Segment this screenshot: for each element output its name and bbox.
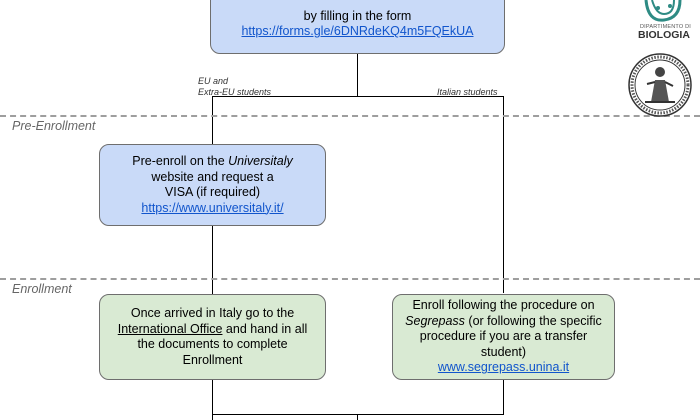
- intl-line2: International Office and hand in all: [117, 321, 308, 336]
- pre-enroll-line3: VISA (if required): [164, 185, 261, 199]
- form-step-box: by filling in the form https://forms.gle…: [210, 0, 505, 54]
- left-branch-down: [212, 96, 213, 144]
- enrollment-heading: Enrollment: [12, 282, 72, 296]
- enrollment-divider: [0, 278, 700, 280]
- italian-branch-label: Italian students: [437, 87, 498, 97]
- pre-enroll-box: Pre-enroll on the Universitaly website a…: [99, 144, 326, 226]
- left-bottom-down: [212, 380, 213, 420]
- international-office-label: International Office: [117, 321, 223, 336]
- dept-line1: DIPARTIMENTO DI: [640, 24, 691, 30]
- branch-horizontal: [212, 96, 504, 97]
- dept-line2: BIOLOGIA: [638, 29, 690, 41]
- university-seal: [627, 52, 693, 118]
- seg-line2: Segrepass (or following the specific: [405, 313, 602, 328]
- intl-line3: the documents to complete: [137, 337, 288, 351]
- pre-enroll-line2: website and request a: [151, 169, 274, 184]
- intl-line4: Enrollment: [182, 352, 243, 367]
- universitaly-link[interactable]: https://www.universitaly.it/: [141, 200, 284, 215]
- bottom-merge-line: [212, 414, 504, 415]
- university-seal-icon: [628, 53, 692, 117]
- right-bottom-down: [503, 380, 504, 415]
- department-logo: DIPARTIMENTO DI BIOLOGIA: [628, 0, 698, 41]
- segrepass-box: Enroll following the procedure on Segrep…: [392, 294, 615, 380]
- form-step-text: by filling in the form: [303, 8, 412, 23]
- seg-line3: procedure if you are a transfer: [419, 329, 588, 344]
- segrepass-link[interactable]: www.segrepass.unina.it: [437, 360, 570, 375]
- international-office-box: Once arrived in Italy go to the Internat…: [99, 294, 326, 380]
- pre-to-enroll-line: [212, 226, 213, 294]
- intl-line1: Once arrived in Italy go to the: [130, 306, 295, 320]
- seg-line4: student): [480, 344, 527, 359]
- pre-enrollment-heading: Pre-Enrollment: [12, 119, 96, 133]
- right-branch-down: [503, 96, 504, 293]
- seg-line1: Enroll following the procedure on: [412, 298, 595, 313]
- form-link[interactable]: https://forms.gle/6DNRdeKQ4m5FQEkUA: [241, 24, 474, 38]
- top-stem: [357, 54, 358, 96]
- pre-enrollment-divider: [0, 115, 700, 117]
- pre-enroll-line1: Pre-enroll on the Universitaly: [132, 154, 293, 168]
- bottom-stem: [357, 414, 358, 420]
- eu-branch-label: EU and Extra-EU students: [198, 76, 272, 97]
- dna-swirl-icon: [644, 0, 682, 22]
